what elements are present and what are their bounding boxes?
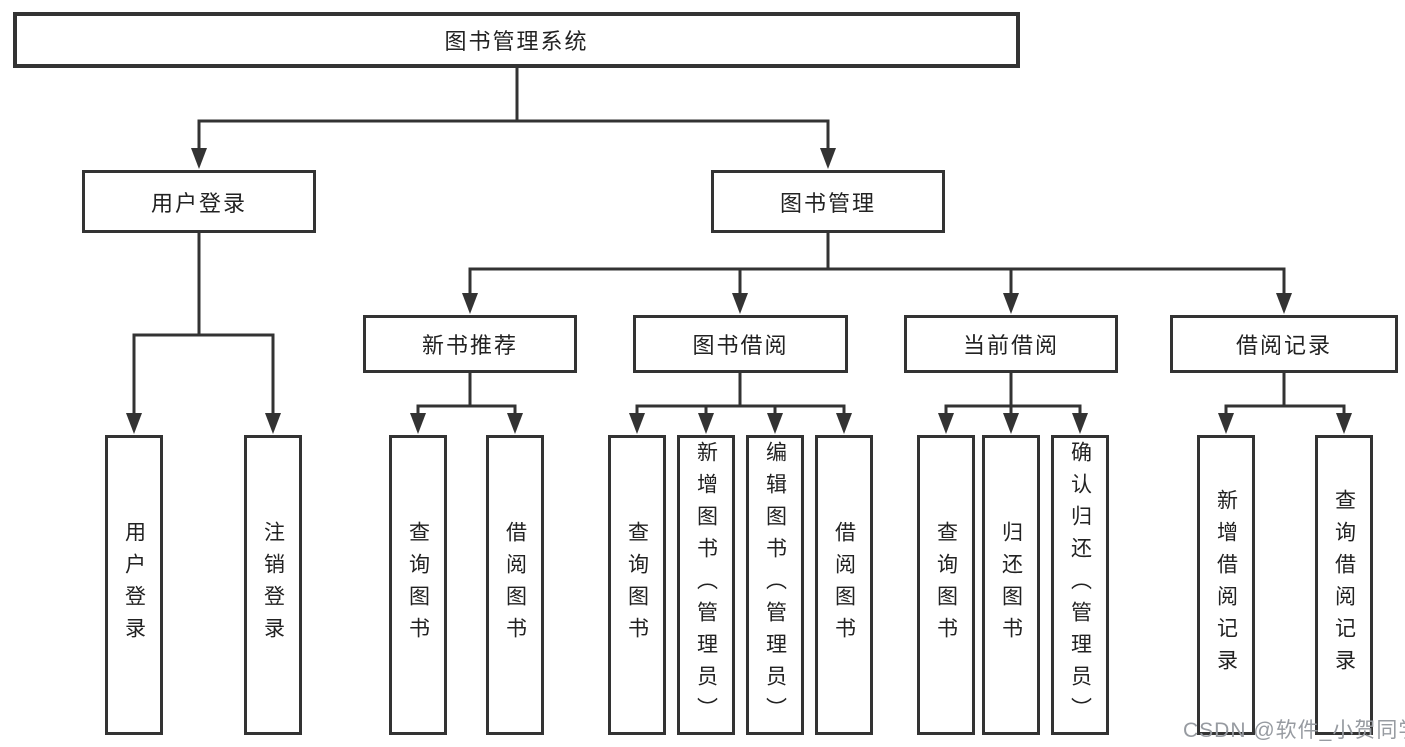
node-borrow-records: 借阅记录 xyxy=(1170,315,1398,373)
node-label: 新增借阅记录 xyxy=(1214,489,1238,681)
node-label: 查询图书 xyxy=(934,521,958,649)
arrow-down-icon xyxy=(698,413,714,434)
node-leaf-logout: 注销登录 xyxy=(244,435,302,735)
connector-current-borrow-branch xyxy=(944,373,1082,416)
node-leaf-return-books: 归还图书 xyxy=(982,435,1040,735)
arrowheads xyxy=(126,148,1352,434)
arrow-down-icon xyxy=(126,413,142,434)
node-leaf-user-login: 用户登录 xyxy=(105,435,163,735)
node-label: 查询图书 xyxy=(625,521,649,649)
connector-book-borrow-branch xyxy=(635,373,846,416)
watermark: CSDN @软件_小贺同学 xyxy=(1183,719,1405,742)
node-label: 借阅图书 xyxy=(832,521,856,649)
node-label: 用户登录 xyxy=(122,521,146,649)
node-leaf-query-books-3: 查询图书 xyxy=(917,435,975,735)
arrow-down-icon xyxy=(1336,413,1352,434)
arrow-down-icon xyxy=(1218,413,1234,434)
arrow-down-icon xyxy=(767,413,783,434)
node-current-borrow: 当前借阅 xyxy=(904,315,1118,373)
arrow-down-icon xyxy=(629,413,645,434)
node-book-borrow: 图书借阅 xyxy=(633,315,848,373)
node-label: 图书借阅 xyxy=(692,333,789,358)
node-leaf-add-borrow-record: 新增借阅记录 xyxy=(1197,435,1255,735)
node-label: 注销登录 xyxy=(261,521,285,649)
node-user-login: 用户登录 xyxy=(82,170,316,233)
node-leaf-edit-books-admin: 编辑图书（管理员） xyxy=(746,435,804,735)
node-leaf-query-books-2: 查询图书 xyxy=(608,435,666,735)
node-label: 图书管理系统 xyxy=(444,29,589,54)
node-label: 用户登录 xyxy=(150,190,247,216)
connector-new-book-branch xyxy=(416,373,517,416)
node-library-management-system: 图书管理系统 xyxy=(13,12,1020,68)
arrow-down-icon xyxy=(410,413,426,434)
node-label: 新书推荐 xyxy=(421,333,518,358)
node-label: 确认归还（管理员） xyxy=(1068,441,1092,729)
connector-book-mgmt-branch xyxy=(468,233,1286,296)
node-label: 借阅记录 xyxy=(1235,333,1332,358)
node-leaf-borrow-books-2: 借阅图书 xyxy=(815,435,873,735)
arrow-down-icon xyxy=(191,148,207,169)
arrow-down-icon xyxy=(1003,413,1019,434)
arrow-down-icon xyxy=(1276,293,1292,314)
node-book-management: 图书管理 xyxy=(711,170,945,233)
node-label: 当前借阅 xyxy=(962,333,1059,358)
arrow-down-icon xyxy=(507,413,523,434)
node-label: 查询图书 xyxy=(406,521,430,649)
node-label: 借阅图书 xyxy=(503,521,527,649)
node-leaf-query-books-1: 查询图书 xyxy=(389,435,447,735)
node-leaf-add-books-admin: 新增图书（管理员） xyxy=(677,435,735,735)
connector-root-to-level2 xyxy=(197,68,830,151)
arrow-down-icon xyxy=(836,413,852,434)
connector-borrow-records-branch xyxy=(1224,373,1346,416)
arrow-down-icon xyxy=(1003,293,1019,314)
node-label: 图书管理 xyxy=(779,190,876,216)
node-label: 新增图书（管理员） xyxy=(694,441,718,729)
node-label: 查询借阅记录 xyxy=(1332,489,1356,681)
arrow-down-icon xyxy=(265,413,281,434)
node-leaf-borrow-books-1: 借阅图书 xyxy=(486,435,544,735)
node-label: 归还图书 xyxy=(999,521,1023,649)
arrow-down-icon xyxy=(462,293,478,314)
connector-user-login-branch xyxy=(132,233,275,416)
arrow-down-icon xyxy=(820,148,836,169)
node-leaf-confirm-return-admin: 确认归还（管理员） xyxy=(1051,435,1109,735)
arrow-down-icon xyxy=(1072,413,1088,434)
node-new-book-recommend: 新书推荐 xyxy=(363,315,577,373)
node-label: 编辑图书（管理员） xyxy=(763,441,787,729)
arrow-down-icon xyxy=(732,293,748,314)
node-leaf-query-borrow-record: 查询借阅记录 xyxy=(1315,435,1373,735)
arrow-down-icon xyxy=(938,413,954,434)
